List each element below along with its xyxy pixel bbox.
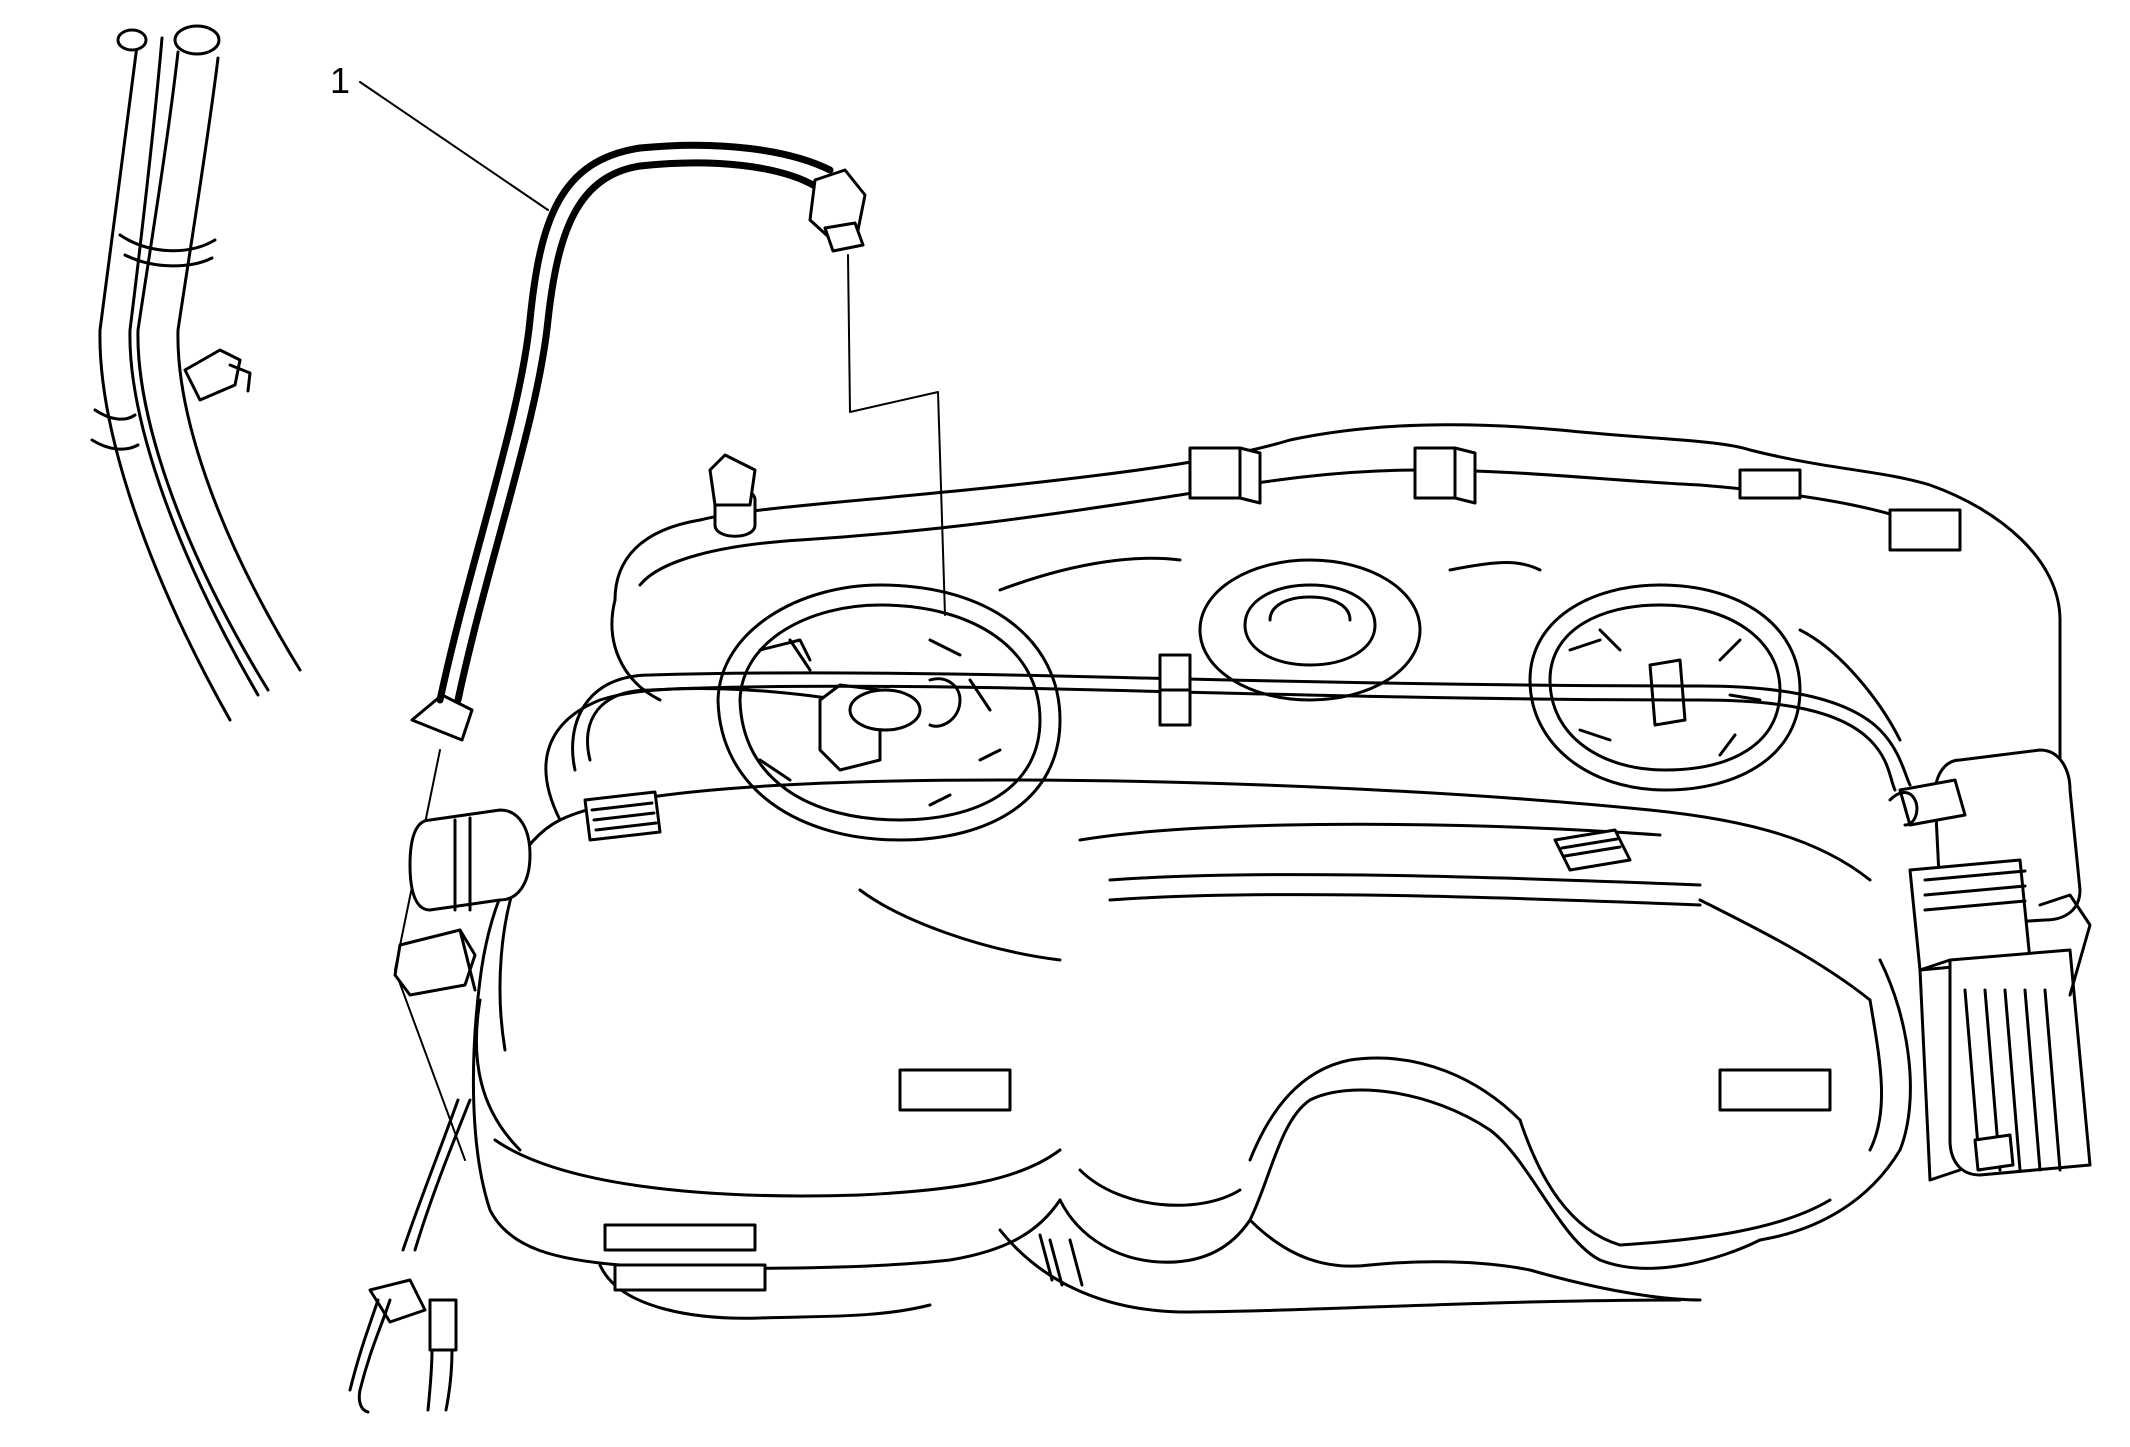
top-clips [708, 446, 1962, 552]
evap-canister [1888, 748, 2092, 1182]
left-fuel-pump-module [716, 583, 1062, 842]
tank-center-bowl [1198, 558, 1422, 702]
fuel-tank-body [471, 423, 2062, 1320]
tank-front-end [474, 686, 842, 1292]
lower-hoses [348, 1098, 472, 1414]
filler-neck [90, 24, 302, 722]
right-fuel-pump-module [1528, 583, 1802, 792]
callout-number-1: 1 [330, 60, 351, 101]
fuel-supply-line [571, 653, 1912, 792]
vent-hose [410, 141, 867, 742]
inlet-fittings [393, 808, 532, 997]
tank-surface-details [858, 556, 1902, 1152]
callout-leader-1 [359, 81, 549, 211]
jump-leader [847, 254, 946, 616]
